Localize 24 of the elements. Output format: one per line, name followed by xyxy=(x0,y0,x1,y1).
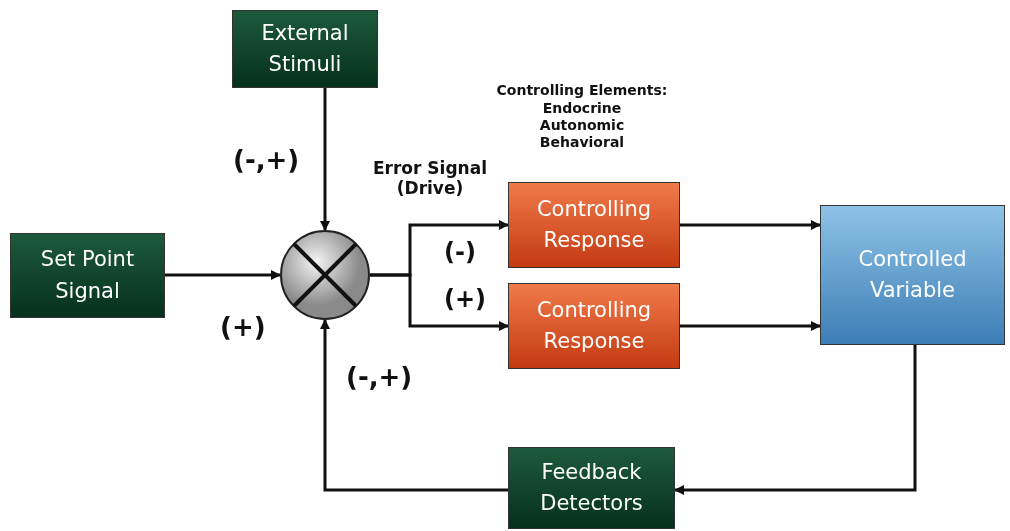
list-item: Endocrine xyxy=(542,100,622,116)
arrow xyxy=(680,220,821,230)
process-box: Controlling Response xyxy=(508,283,680,369)
summing-junction-circle xyxy=(280,230,370,320)
sign-label: (-,+) xyxy=(346,362,413,392)
signal-label: Error Signal (Drive) xyxy=(372,158,488,198)
arrow xyxy=(674,345,917,495)
process-box: Feedback Detectors xyxy=(508,447,675,529)
sign-label: (+) xyxy=(444,285,487,313)
list-item: Autonomic xyxy=(539,117,625,133)
arrow xyxy=(165,270,281,280)
process-box: External Stimuli xyxy=(232,10,378,88)
process-box: Set Point Signal xyxy=(10,233,165,318)
arrow xyxy=(680,321,821,331)
arrow xyxy=(320,319,508,492)
sign-label: (+) xyxy=(220,312,266,342)
arrow xyxy=(320,88,330,231)
sign-label: (-,+) xyxy=(233,145,300,175)
list-item: Behavioral xyxy=(539,134,625,150)
sign-label: (-) xyxy=(444,238,476,266)
arrow xyxy=(370,273,509,331)
heading-text: Controlling Elements: xyxy=(496,82,668,98)
process-box: Controlled Variable xyxy=(820,205,1005,345)
process-box: Controlling Response xyxy=(508,182,680,268)
